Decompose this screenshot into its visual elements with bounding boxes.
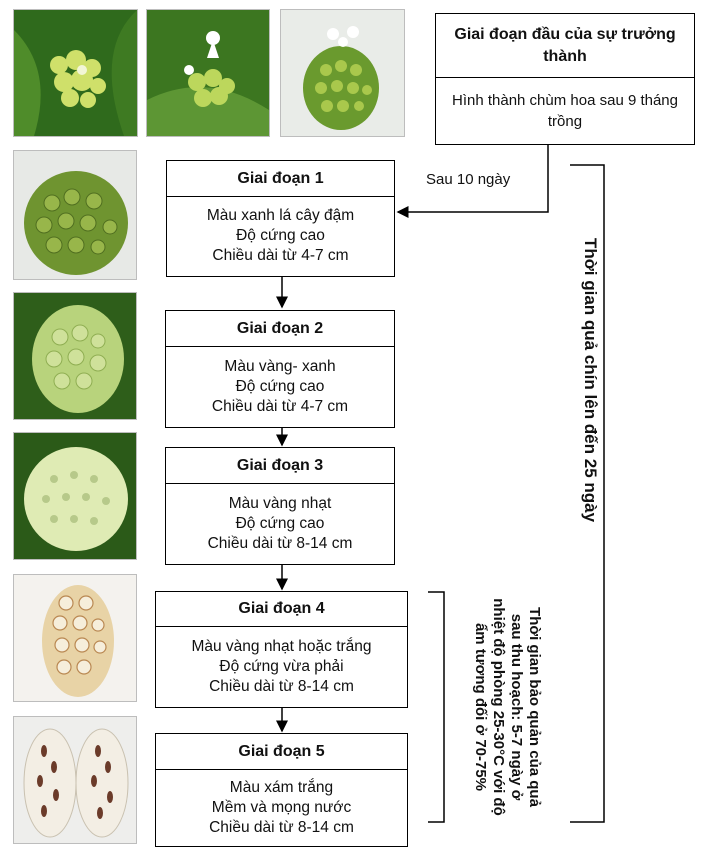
stage-3-box: Giai đoạn 3 Màu vàng nhạt Độ cứng cao Ch…: [165, 447, 395, 565]
stage-1-box: Giai đoạn 1 Màu xanh lá cây đậm Độ cứng …: [166, 160, 395, 277]
storage-bracket: [428, 592, 444, 822]
stage-4-firmness: Độ cứng vừa phải: [219, 657, 343, 677]
stage-2-title: Giai đoạn 2: [166, 311, 394, 347]
initial-stage-title: Giai đoạn đầu của sự trưởng thành: [436, 14, 694, 78]
stage-4-length: Chiều dài từ 8-14 cm: [209, 677, 354, 697]
stage-2-box: Giai đoạn 2 Màu vàng- xanh Độ cứng cao C…: [165, 310, 395, 428]
stage-1-firmness: Độ cứng cao: [236, 226, 325, 246]
stage-3-length: Chiều dài từ 8-14 cm: [208, 534, 353, 554]
stage-5-color: Màu xám trắng: [230, 778, 333, 798]
photo-stage-3: [13, 432, 137, 560]
stage-3-desc: Màu vàng nhạt Độ cứng cao Chiều dài từ 8…: [166, 484, 394, 563]
photo-stage-1: [13, 150, 137, 280]
stage-2-firmness: Độ cứng cao: [236, 377, 325, 397]
photo-stage-5: [13, 716, 137, 844]
stage-4-title: Giai đoạn 4: [156, 592, 407, 627]
initial-stage-box: Giai đoạn đầu của sự trưởng thành Hình t…: [435, 13, 695, 145]
ripening-time-text: Thời gian quả chín lên đến 25 ngày: [580, 238, 600, 522]
stage-4-box: Giai đoạn 4 Màu vàng nhạt hoặc trắng Độ …: [155, 591, 408, 708]
stage-2-desc: Màu vàng- xanh Độ cứng cao Chiều dài từ …: [166, 347, 394, 426]
stage-5-length: Chiều dài từ 8-14 cm: [209, 818, 354, 838]
stage-4-color: Màu vàng nhạt hoặc trắng: [191, 637, 371, 657]
stage-1-title: Giai đoạn 1: [167, 161, 394, 197]
initial-stage-desc: Hình thành chùm hoa sau 9 tháng trồng: [436, 78, 694, 143]
stage-5-title: Giai đoạn 5: [156, 734, 407, 770]
stage-5-desc: Màu xám trắng Mềm và mọng nước Chiều dài…: [156, 770, 407, 845]
stage-4-desc: Màu vàng nhạt hoặc trắng Độ cứng vừa phả…: [156, 627, 407, 706]
stage-1-desc: Màu xanh lá cây đậm Độ cứng cao Chiều dà…: [167, 197, 394, 275]
photo-young-fruit: [280, 9, 405, 137]
stage-1-length: Chiều dài từ 4-7 cm: [212, 246, 348, 266]
photo-stage-2: [13, 292, 137, 420]
photo-flowering-white: [146, 9, 270, 137]
stage-2-color: Màu vàng- xanh: [224, 357, 335, 377]
storage-time-text: Thời gian bảo quản của quả sau thu hoạch…: [471, 595, 543, 820]
after-10-days-label: Sau 10 ngày: [426, 171, 510, 188]
stage-1-color: Màu xanh lá cây đậm: [207, 206, 354, 226]
photo-flowering-bud: [13, 9, 138, 137]
storage-time-text-wrap: Thời gian bảo quản của quả sau thu hoạch…: [450, 592, 565, 822]
stage-3-title: Giai đoạn 3: [166, 448, 394, 484]
ripening-time-text-wrap: Thời gian quả chín lên đến 25 ngày: [578, 200, 602, 560]
stage-2-length: Chiều dài từ 4-7 cm: [212, 397, 348, 417]
stage-3-color: Màu vàng nhạt: [229, 494, 332, 514]
stage-5-box: Giai đoạn 5 Màu xám trắng Mềm và mọng nư…: [155, 733, 408, 847]
stage-3-firmness: Độ cứng cao: [236, 514, 325, 534]
photo-stage-4: [13, 574, 137, 702]
stage-5-texture: Mềm và mọng nước: [212, 798, 351, 818]
